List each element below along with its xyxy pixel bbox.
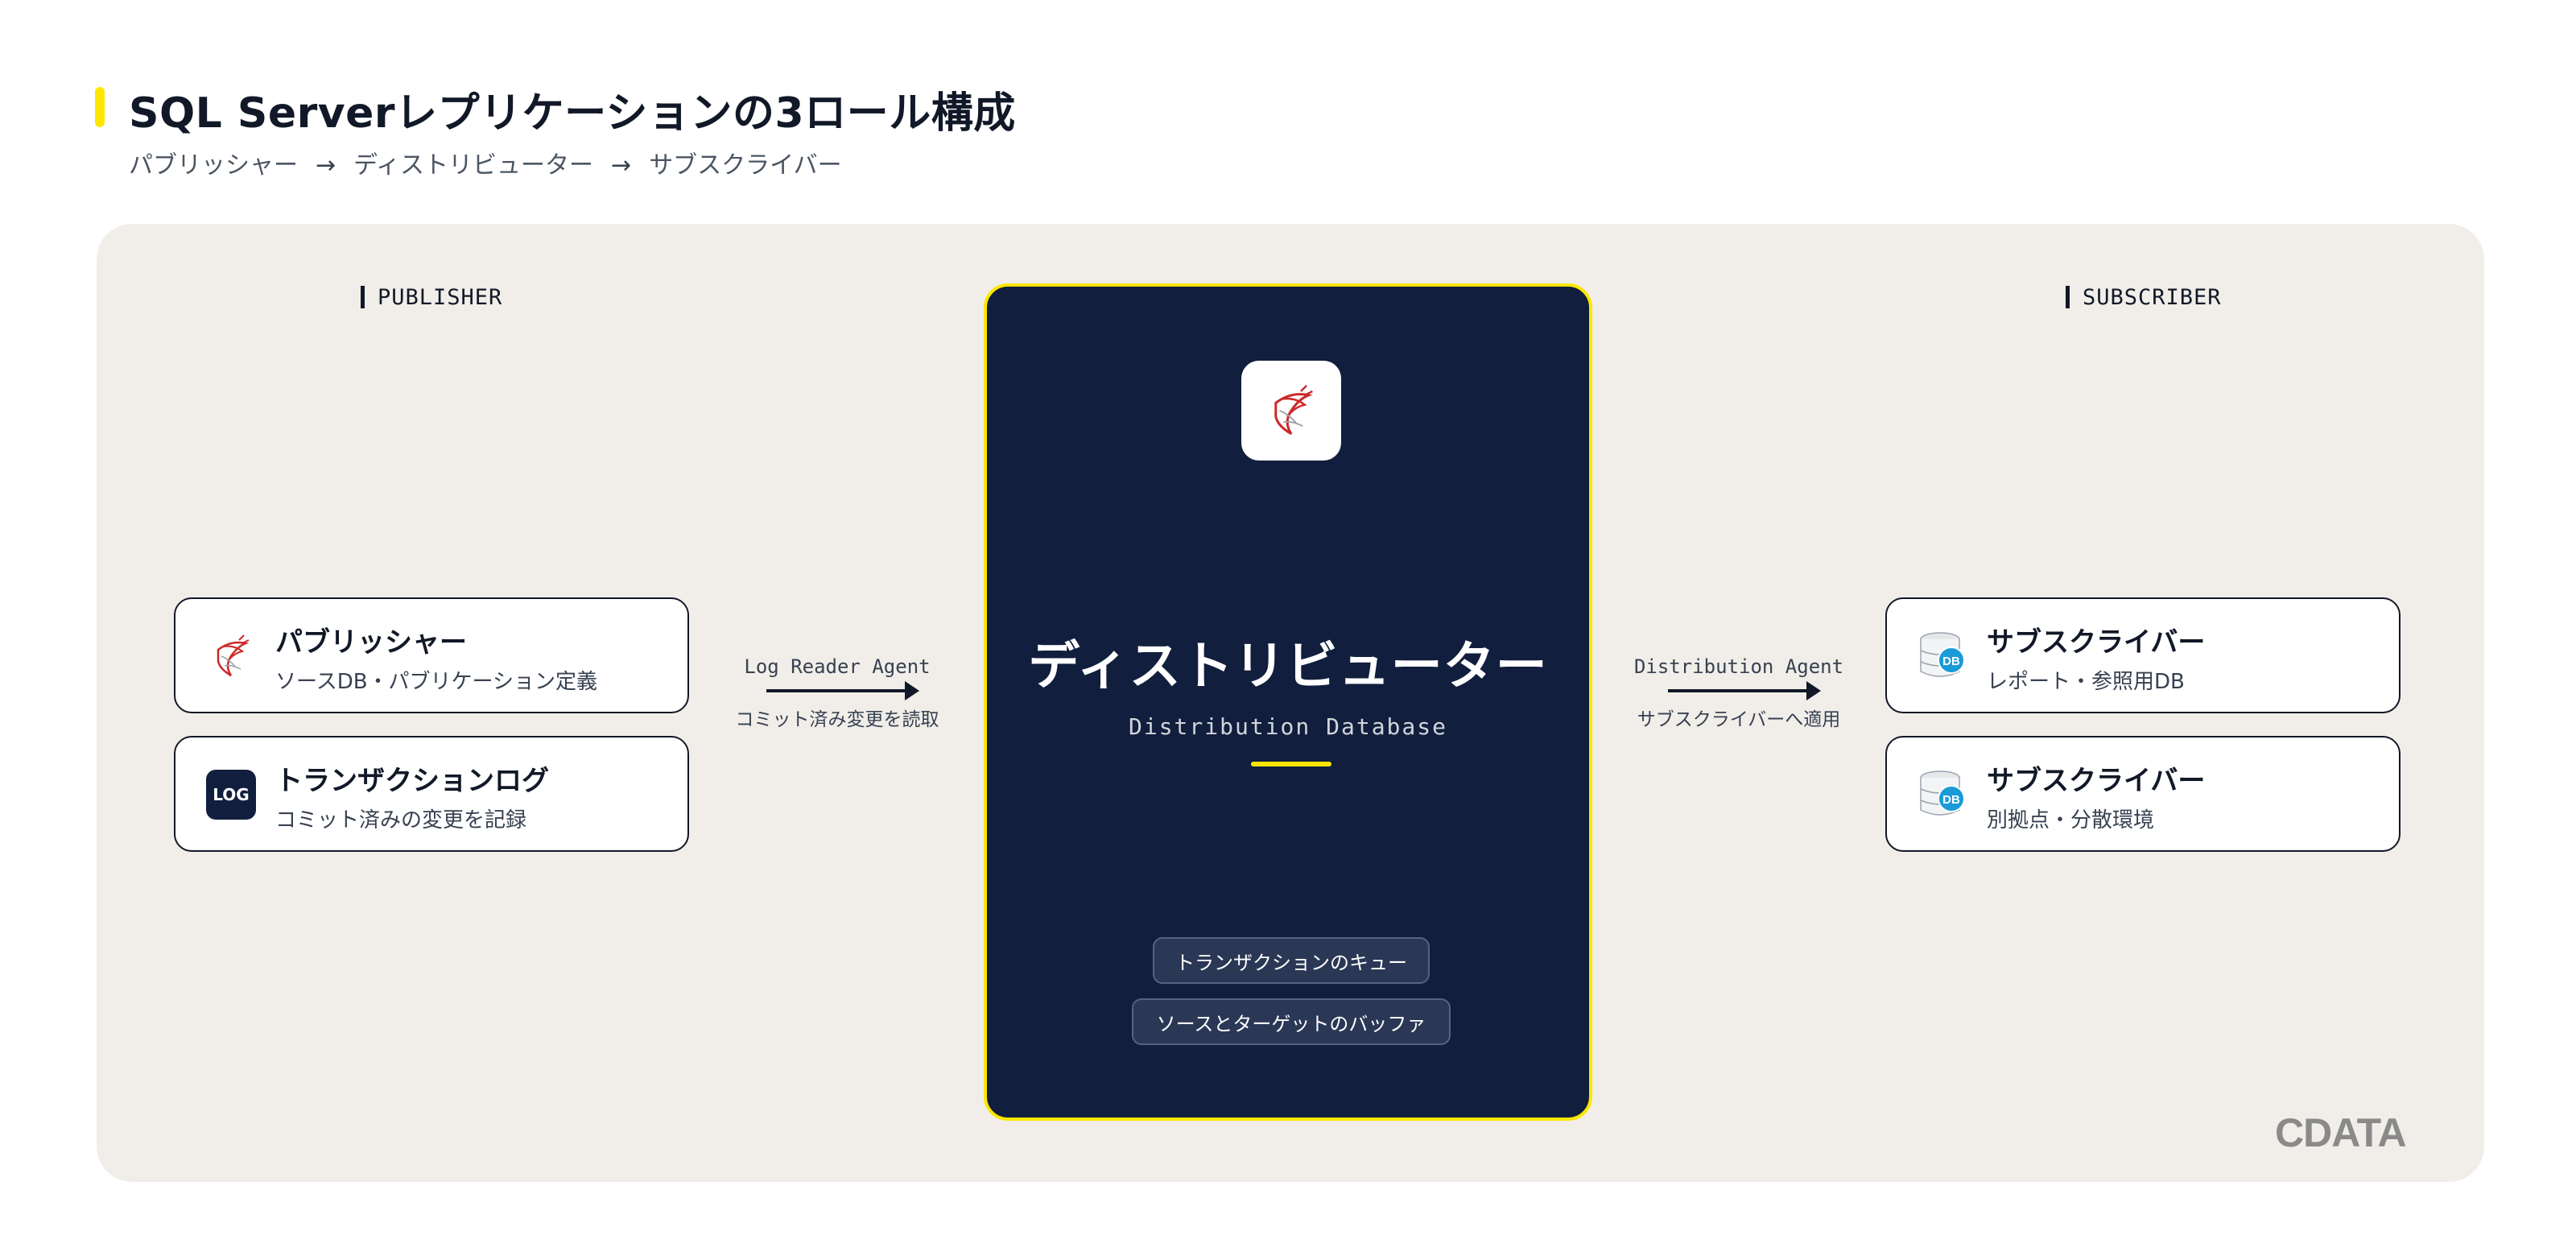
- flow-arrow: →: [611, 151, 632, 180]
- distribution-connector: Distribution Agent サブスクライバーへ適用: [1618, 655, 1860, 731]
- transaction-log-card-title: トランザクションログ: [275, 765, 549, 797]
- arrow-right-icon: [766, 681, 919, 700]
- log-reader-connector: Log Reader Agent コミット済み変更を読取: [716, 655, 958, 731]
- subscriber-column-label: SUBSCRIBER: [2066, 285, 2222, 310]
- distributor-title: ディストリビューター: [1028, 637, 1548, 696]
- brand-name: CDATA: [2275, 1111, 2406, 1153]
- publisher-card-subtitle: ソースDB・パブリケーション定義: [275, 670, 598, 694]
- transaction-log-card-subtitle: コミット済みの変更を記録: [275, 808, 527, 833]
- transaction-queue-chip: トランザクションのキュー: [1153, 937, 1430, 984]
- subscriber-card-title: サブスクライバー: [1987, 626, 2206, 659]
- distributor-card: ディストリビューター Distribution Database トランザクショ…: [984, 283, 1592, 1121]
- arrow-right-icon: [1668, 681, 1821, 700]
- page-title: SQL Serverレプリケーションの3ロール構成: [129, 89, 1016, 138]
- subscriber-card-subtitle: 別拠点・分散環境: [1987, 808, 2155, 833]
- sql-server-icon: [1241, 361, 1341, 461]
- db-badge-text: DB: [1942, 793, 1960, 807]
- flow-arrow: →: [316, 151, 336, 180]
- database-icon: DB: [1916, 768, 1969, 821]
- flow-step-publisher: パブリッシャー: [129, 151, 298, 180]
- log-reader-description: コミット済み変更を読取: [735, 709, 939, 730]
- subscriber-card-subtitle: レポート・参照用DB: [1987, 670, 2185, 694]
- subscriber-card: DB サブスクライバー レポート・参照用DB: [1885, 597, 2401, 713]
- transaction-log-card: LOG トランザクションログ コミット済みの変更を記録: [174, 736, 689, 852]
- role-flow-subtitle: パブリッシャー → ディストリビューター → サブスクライバー: [129, 145, 842, 180]
- publisher-card-title: パブリッシャー: [275, 626, 467, 659]
- sql-server-icon: [204, 630, 258, 683]
- distribution-database-label: Distribution Database: [1128, 713, 1447, 740]
- log-badge: LOG: [206, 770, 256, 820]
- database-icon: DB: [1916, 630, 1969, 683]
- publisher-card: パブリッシャー ソースDB・パブリケーション定義: [174, 597, 689, 713]
- distributor-accent-bar: [1251, 762, 1331, 766]
- cdata-logo: CDATA: [2275, 1110, 2442, 1155]
- flow-step-subscriber: サブスクライバー: [649, 151, 842, 180]
- db-badge-text: DB: [1942, 655, 1960, 668]
- distribution-agent-label: Distribution Agent: [1633, 655, 1844, 678]
- distribution-description: サブスクライバーへ適用: [1637, 709, 1841, 730]
- publisher-column-label: PUBLISHER: [361, 285, 502, 310]
- subscriber-card-title: サブスクライバー: [1987, 765, 2206, 797]
- log-reader-agent-label: Log Reader Agent: [744, 655, 931, 678]
- buffer-chip: ソースとターゲットのバッファ: [1132, 998, 1451, 1045]
- title-accent-bar: [95, 87, 105, 127]
- flow-step-distributor: ディストリビューター: [353, 151, 594, 180]
- log-icon: LOG: [204, 768, 258, 821]
- subscriber-card: DB サブスクライバー 別拠点・分散環境: [1885, 736, 2401, 852]
